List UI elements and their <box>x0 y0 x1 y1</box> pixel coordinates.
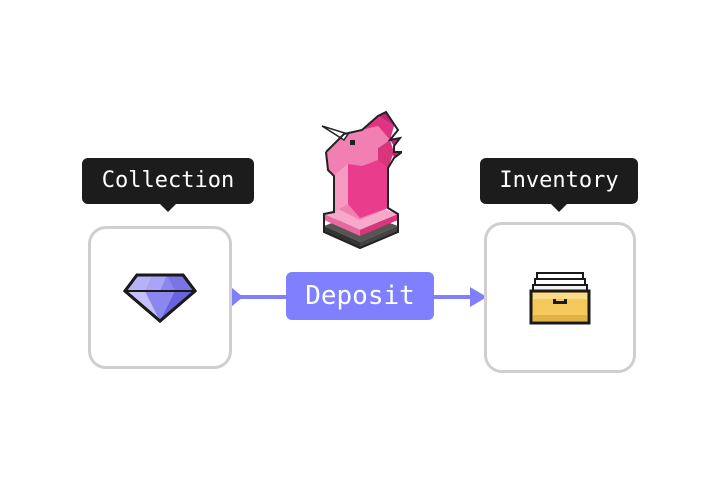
collection-label: Collection <box>101 168 235 193</box>
inventory-box[interactable] <box>484 222 636 373</box>
inventory-tooltip: Inventory <box>480 158 638 212</box>
collection-box[interactable] <box>88 226 232 369</box>
diamond-icon <box>123 273 197 323</box>
drawer-box-icon <box>529 272 591 325</box>
unicorn-knight-icon <box>321 110 402 250</box>
inventory-label: Inventory <box>499 168 619 193</box>
deposit-button[interactable]: Deposit <box>286 272 434 320</box>
collection-tooltip: Collection <box>82 158 254 212</box>
deposit-label: Deposit <box>305 281 415 311</box>
connector-end-arrowhead <box>470 287 487 307</box>
connector-start-arrowhead <box>231 287 243 307</box>
